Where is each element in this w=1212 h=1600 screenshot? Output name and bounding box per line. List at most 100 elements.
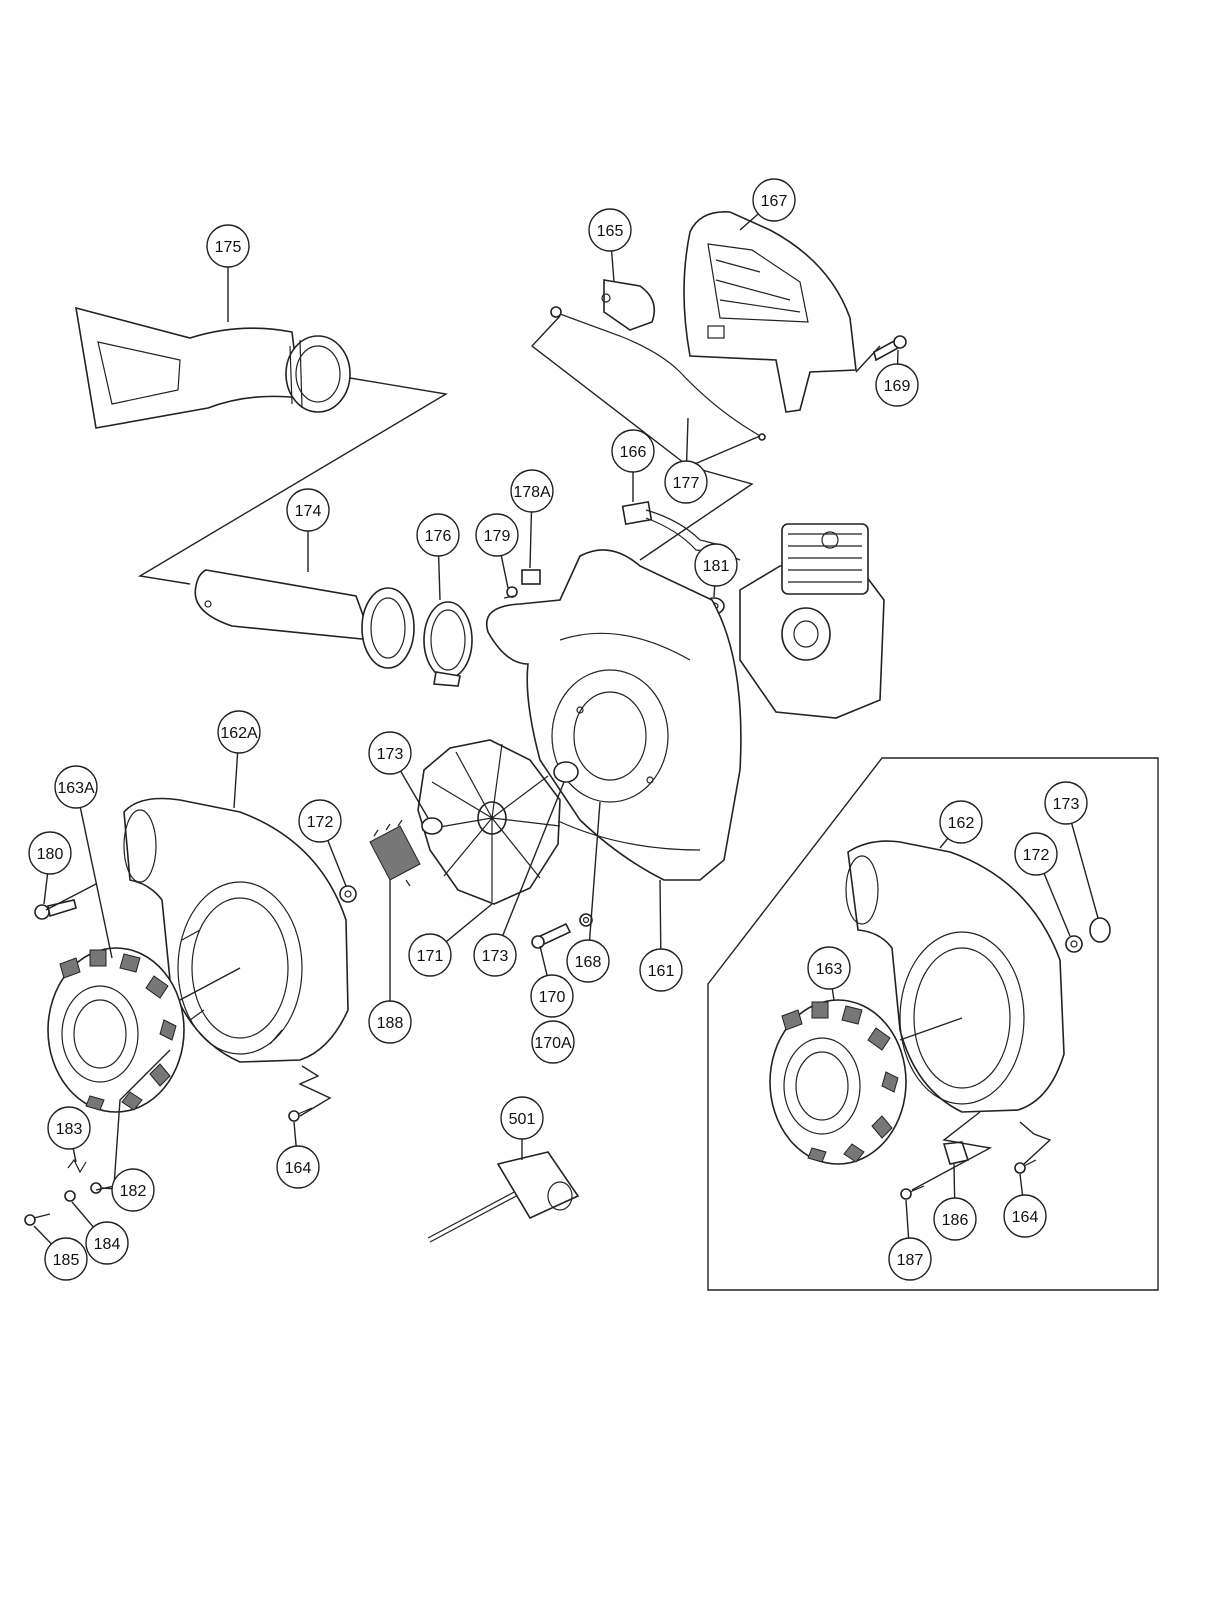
callout-bubble — [888, 1237, 932, 1281]
callout-label: 161 — [648, 963, 675, 980]
part-173-washer-right — [1089, 917, 1111, 943]
callout-label: 179 — [484, 528, 511, 545]
part-179-screw — [503, 586, 518, 599]
part-501-wrench — [427, 1151, 580, 1243]
callout-bubble — [611, 429, 655, 473]
part-168-nut — [579, 913, 593, 927]
leader-line — [739, 213, 759, 231]
callout-bubble — [500, 1096, 544, 1140]
callout-178A: 178A — [510, 469, 554, 569]
leader-line — [502, 781, 565, 936]
part-186-bracket — [942, 1141, 970, 1165]
part-173-washer-a — [421, 817, 443, 835]
callout-bubble — [588, 208, 632, 252]
callout-label: 180 — [37, 846, 64, 863]
callout-179: 179 — [475, 513, 519, 589]
callout-label: 163A — [57, 780, 95, 797]
callout-bubble — [217, 710, 261, 754]
callout-166: 166 — [611, 429, 655, 502]
callout-label: 188 — [377, 1015, 404, 1032]
callout-label: 173 — [1053, 796, 1080, 813]
callout-label: 182 — [120, 1183, 147, 1200]
callout-bubble — [368, 731, 412, 775]
callout-bubble — [473, 933, 517, 977]
callout-bubble — [44, 1237, 88, 1281]
callout-label: 169 — [884, 378, 911, 395]
callout-label: 164 — [285, 1160, 312, 1177]
leader-line — [72, 1148, 77, 1163]
callout-label: 173 — [377, 746, 404, 763]
callout-162A: 162A — [217, 710, 261, 809]
leader-line — [953, 1163, 956, 1199]
part-174-pipe — [194, 569, 415, 669]
part-184-washer — [64, 1190, 76, 1202]
callout-label: 172 — [1023, 847, 1050, 864]
part-166-switch — [621, 500, 725, 553]
leader-line — [327, 840, 347, 887]
callout-171: 171 — [408, 903, 493, 977]
callout-label: 167 — [761, 193, 788, 210]
part-178A-clip — [521, 569, 541, 585]
callout-bubble — [286, 488, 330, 532]
callout-label: 163 — [816, 961, 843, 978]
callout-bubble — [510, 469, 554, 513]
callout-bubble — [875, 363, 919, 407]
callout-162: 162 — [939, 800, 983, 849]
callout-161: 161 — [639, 879, 683, 992]
leader-line — [610, 250, 615, 283]
callout-label: 175 — [215, 239, 242, 256]
callout-label: 181 — [703, 558, 730, 575]
callout-185: 185 — [33, 1225, 88, 1281]
part-171-impeller — [417, 739, 561, 905]
leader-line — [588, 801, 601, 941]
callout-bubble — [639, 948, 683, 992]
callout-170: 170 — [530, 945, 574, 1018]
callout-bubble — [408, 933, 452, 977]
part-engine — [739, 523, 885, 719]
callout-176: 176 — [416, 513, 460, 601]
callout-168: 168 — [566, 801, 610, 983]
part-180-screw — [34, 899, 77, 920]
leader-line — [71, 1201, 94, 1228]
callout-label: 170 — [539, 989, 566, 1006]
callout-501: 501 — [500, 1096, 544, 1160]
callout-bubble — [694, 543, 738, 587]
callout-186: 186 — [933, 1163, 977, 1241]
callout-label: 174 — [295, 503, 322, 520]
part-183-spring — [67, 1158, 87, 1174]
callout-175: 175 — [206, 224, 250, 322]
callout-bubble — [54, 765, 98, 809]
callout-bubble — [276, 1145, 320, 1189]
part-167-frame — [683, 211, 857, 413]
part-165-lever — [601, 279, 656, 331]
leader-line — [659, 879, 662, 950]
callout-bubble — [939, 800, 983, 844]
leader-line — [539, 945, 548, 976]
callout-163: 163 — [807, 946, 851, 1001]
leader-line — [1070, 823, 1099, 919]
part-182-clip — [90, 1182, 102, 1194]
part-172-nut-right — [1065, 935, 1083, 953]
callout-bubble — [1044, 781, 1088, 825]
leader-line — [43, 873, 49, 905]
callout-bubble — [531, 1020, 575, 1064]
callout-169: 169 — [875, 349, 919, 407]
part-173-washer-b — [553, 761, 579, 783]
callout-label: 501 — [509, 1111, 536, 1128]
leader-line — [1019, 1173, 1024, 1196]
part-170-bolt — [531, 922, 572, 949]
part-163A-guard — [47, 947, 185, 1113]
part-throttle-cable — [550, 306, 766, 441]
callout-label: 171 — [417, 948, 444, 965]
part-188-blade — [369, 819, 421, 887]
callout-bubble — [28, 831, 72, 875]
leader-line — [500, 555, 509, 589]
callout-bubble — [475, 513, 519, 557]
callout-bubble — [111, 1168, 155, 1212]
part-185-screw — [24, 1213, 51, 1226]
callout-label: 184 — [94, 1236, 121, 1253]
callout-bubble — [298, 799, 342, 843]
inset-box — [707, 757, 1159, 1291]
